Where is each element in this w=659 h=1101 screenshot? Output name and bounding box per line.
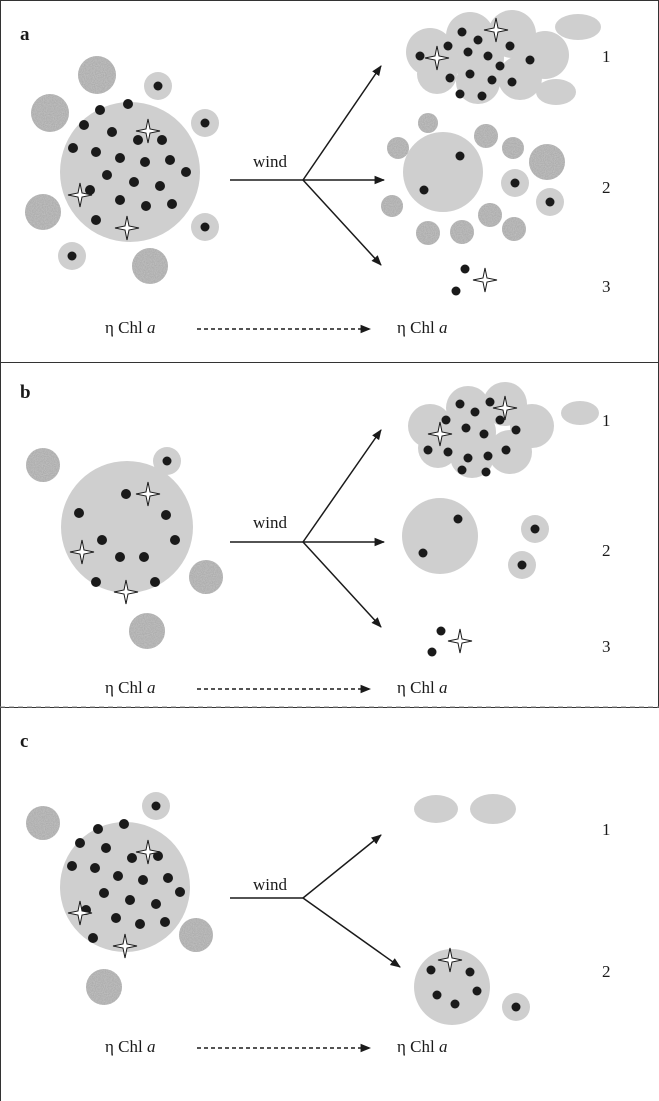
left-eta-label: η Chl a	[105, 1037, 155, 1056]
branch-numbers: 1 2 3	[602, 411, 611, 656]
branch-1-aggregate	[408, 382, 599, 478]
wind-label: wind	[253, 875, 288, 894]
large-cell	[61, 461, 193, 593]
branch-3-free	[451, 264, 498, 296]
panel-a: a	[20, 10, 611, 337]
left-eta-label: η Chl a	[105, 678, 155, 697]
wind-arrows	[230, 429, 386, 628]
branch-2-cell	[381, 113, 565, 245]
right-eta-label: η Chl a	[397, 678, 447, 697]
right-eta-label: η Chl a	[397, 318, 447, 337]
wind-arrows	[230, 834, 401, 968]
svg-text:3: 3	[602, 637, 611, 656]
svg-text:1: 1	[602, 47, 611, 66]
branch-numbers: 1 2 3	[602, 47, 611, 296]
textured-particles	[25, 56, 168, 284]
panel-letter: b	[20, 382, 31, 403]
right-eta-label: η Chl a	[397, 1037, 447, 1056]
wind-label: wind	[253, 513, 288, 532]
svg-text:2: 2	[602, 541, 611, 560]
branch-3-free	[427, 626, 473, 657]
svg-text:3: 3	[602, 277, 611, 296]
branch-1-debris	[414, 794, 516, 824]
svg-text:1: 1	[602, 411, 611, 430]
small-cells	[58, 72, 219, 270]
branch-numbers: 1 2	[602, 820, 611, 981]
branch-2-cell	[414, 947, 530, 1025]
wind-arrows	[230, 65, 386, 266]
branch-1-aggregate	[406, 10, 601, 105]
panel-letter: c	[20, 731, 28, 752]
svg-text:2: 2	[602, 178, 611, 197]
panel-c: c wind	[20, 731, 611, 1056]
left-cluster	[26, 792, 213, 1005]
left-cluster	[25, 56, 219, 284]
branch-2-cell	[402, 498, 549, 579]
panel-b: b wind	[20, 382, 611, 697]
left-cluster	[26, 447, 223, 649]
svg-text:2: 2	[602, 962, 611, 981]
panel-letter: a	[20, 24, 30, 45]
cell-dots	[68, 99, 191, 225]
left-eta-label: η Chl a	[105, 318, 155, 337]
wind-label: wind	[253, 152, 288, 171]
svg-text:1: 1	[602, 820, 611, 839]
